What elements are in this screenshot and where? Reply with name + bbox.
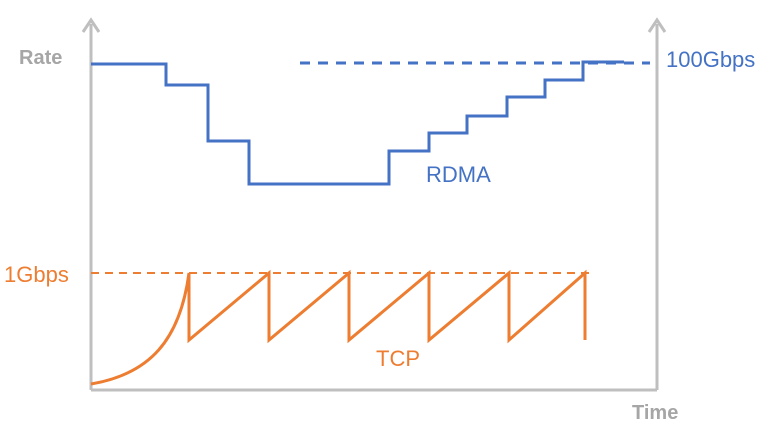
rdma-series-label: RDMA [426, 162, 491, 187]
rdma-staircase-line [91, 60, 624, 186]
right-axis-arrowhead [647, 17, 667, 33]
axes [81, 17, 667, 392]
tcp-slow-start-curve [90, 272, 191, 386]
tcp-series-label: TCP [376, 346, 420, 371]
tcp-rate-label: 1Gbps [4, 262, 69, 287]
y-axis-arrowhead [81, 17, 101, 33]
x-axis-label: Time [632, 402, 678, 424]
rdma-rate-label: 100Gbps [666, 47, 755, 72]
y-axis-label: Rate [19, 47, 62, 69]
tcp-sawtooth-line [187, 269, 587, 344]
